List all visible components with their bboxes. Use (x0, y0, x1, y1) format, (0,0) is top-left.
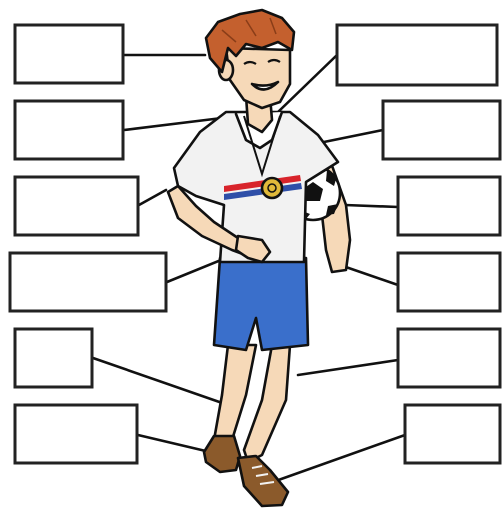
leader-line-foot (138, 435, 210, 452)
label-box-2[interactable] (15, 101, 123, 159)
label-box-10[interactable] (398, 253, 500, 311)
label-box-9[interactable] (398, 177, 500, 235)
label-boxes-right (337, 25, 500, 463)
label-boxes-left (10, 25, 166, 463)
leader-line-shoe (270, 435, 405, 483)
label-box-7[interactable] (337, 25, 497, 85)
label-box-6[interactable] (15, 405, 137, 463)
boy-shoe-left (204, 436, 240, 472)
boy-leg-front (214, 345, 256, 440)
medal (262, 178, 282, 198)
label-box-3[interactable] (15, 177, 138, 235)
label-box-5[interactable] (15, 329, 92, 387)
leader-line-leg (298, 360, 398, 375)
leader-line-knee (93, 358, 228, 405)
boy-illustration (168, 10, 350, 506)
label-box-4[interactable] (10, 253, 166, 311)
label-box-1[interactable] (15, 25, 123, 83)
leader-line-fingers (340, 265, 398, 285)
leader-line-ball (345, 205, 398, 207)
boy-shoe-right (238, 456, 288, 506)
boy-shorts (214, 258, 308, 350)
label-box-11[interactable] (398, 329, 500, 387)
leader-line-elbow (139, 190, 166, 205)
label-box-8[interactable] (383, 101, 500, 159)
label-box-12[interactable] (405, 405, 500, 463)
